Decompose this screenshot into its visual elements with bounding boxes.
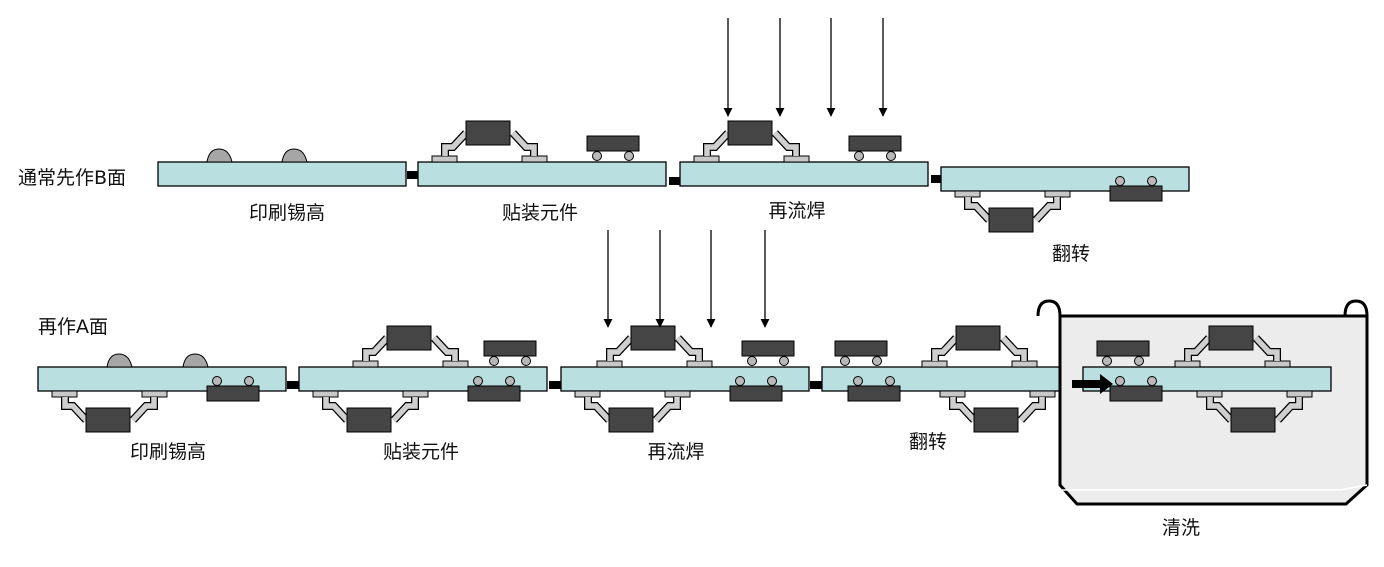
reflow-heat-arrows-a bbox=[603, 230, 770, 328]
chip-component bbox=[483, 340, 537, 366]
board-a-place bbox=[298, 326, 548, 432]
board-connector bbox=[810, 381, 822, 389]
board-connector bbox=[931, 175, 943, 183]
row-b: 通常先作B面 印刷锡高 贴装元件 再流焊 翻转 bbox=[18, 18, 1190, 265]
qfp-component bbox=[940, 391, 1055, 432]
qfp-component bbox=[955, 191, 1070, 232]
chip-component bbox=[586, 135, 640, 161]
tank-handle-right bbox=[1343, 299, 1369, 317]
chip-component bbox=[741, 340, 795, 366]
board-connector bbox=[287, 381, 299, 389]
reflow-heat-arrows-b bbox=[723, 18, 888, 117]
board-connector bbox=[407, 171, 419, 179]
qfp-component bbox=[694, 121, 809, 162]
qfp-component bbox=[597, 326, 712, 367]
step-label: 印刷锡高 bbox=[130, 441, 206, 463]
solder-paste-bump bbox=[281, 148, 308, 163]
board-a-print bbox=[37, 353, 287, 432]
board-b-place bbox=[417, 121, 667, 187]
side-label-a: 再作A面 bbox=[38, 316, 108, 338]
solder-paste-bump bbox=[182, 353, 209, 368]
step-label: 翻转 bbox=[1052, 243, 1090, 265]
side-label-b: 通常先作B面 bbox=[18, 167, 126, 189]
step-label: 贴装元件 bbox=[502, 202, 578, 224]
board-a-reflow bbox=[560, 326, 810, 432]
qfp-component bbox=[922, 326, 1037, 367]
step-label: 印刷锡高 bbox=[249, 202, 325, 224]
tank-handle-left bbox=[1036, 299, 1062, 317]
step-label: 翻转 bbox=[909, 431, 947, 453]
solder-paste-bump bbox=[106, 353, 133, 368]
solder-paste-bump bbox=[206, 148, 233, 163]
board-b-print bbox=[157, 148, 407, 187]
qfp-component bbox=[52, 391, 167, 432]
board-b-flip bbox=[940, 166, 1190, 232]
step-label: 再流焊 bbox=[647, 441, 704, 463]
qfp-component bbox=[313, 391, 428, 432]
cleaning-tank bbox=[1036, 299, 1369, 506]
step-label: 再流焊 bbox=[768, 200, 825, 222]
step-label: 清洗 bbox=[1162, 517, 1200, 539]
chip-component bbox=[834, 340, 888, 366]
row-a: 再作A面 印刷锡高 贴装元件 再流焊 翻转 清洗 bbox=[37, 230, 1369, 539]
qfp-component bbox=[432, 121, 547, 162]
board-connector bbox=[669, 177, 681, 185]
feed-arrow bbox=[1072, 374, 1113, 394]
chip-component bbox=[848, 135, 902, 161]
qfp-component bbox=[575, 391, 690, 432]
board-a-flip bbox=[821, 326, 1071, 432]
board-b-reflow bbox=[679, 121, 929, 187]
qfp-component bbox=[353, 326, 468, 367]
board-connector bbox=[549, 381, 561, 389]
step-label: 贴装元件 bbox=[383, 441, 459, 463]
